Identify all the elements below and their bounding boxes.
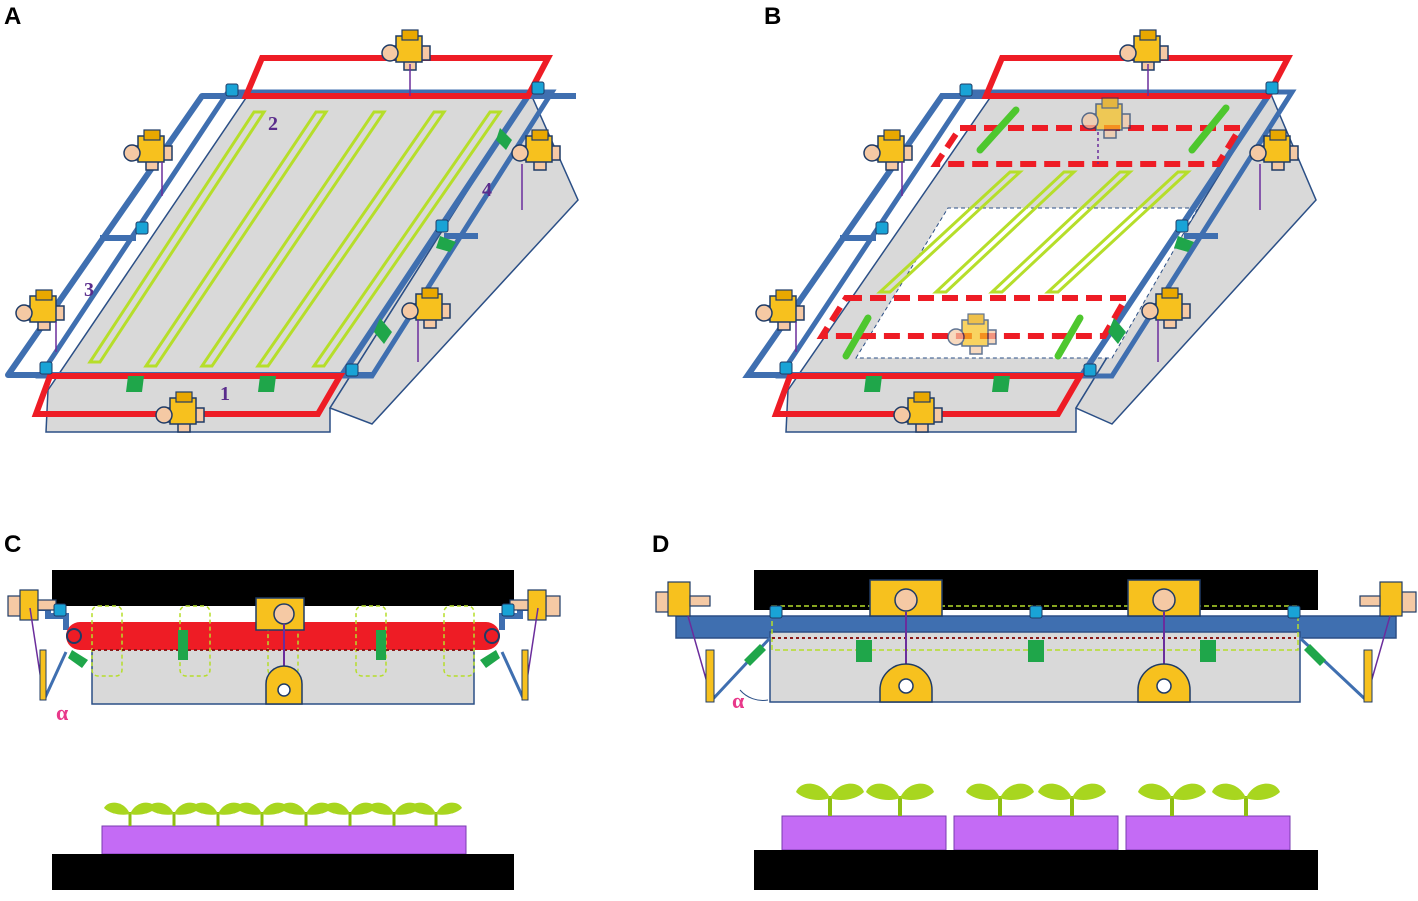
red-rail-top-b [981,55,1293,99]
label-3: 3 [84,279,94,301]
clips-c [178,630,386,660]
base-plate-d [754,850,1318,890]
substrates-d [781,815,1291,851]
red-rail-bottom-b [771,373,1086,417]
knob-right-d [1359,581,1417,617]
label-4: 4 [482,179,492,201]
top-plate-d [754,570,1318,610]
arrows-b [842,104,1230,360]
red-rail-bottom [31,373,346,417]
panel-letter-d: D [652,531,669,558]
knob-top-b [1119,29,1169,71]
angle-label-d: α [732,688,745,713]
angle-label-c: α [56,700,69,725]
seedlings-c [102,801,464,828]
knob-left-upper-b [863,129,913,171]
panel-letter-c: C [4,531,21,558]
panel-a: A [4,3,579,433]
knob-left-lower-b [755,289,805,331]
panel-b: B [742,3,1317,433]
panel-letter-b: B [764,3,781,30]
planting-slots-b [876,170,1192,294]
planting-slots [87,110,503,368]
red-rail-mid-bottom-b [816,295,1132,339]
panel-d: D [652,531,1417,890]
seedlings-d [794,781,1282,818]
knob-left-upper-a [123,129,173,171]
panel-letter-a: A [4,3,21,30]
knob-top-a [381,29,431,71]
knob-right-c [509,589,561,621]
knob-left-lower-a [15,289,65,331]
knob-left-d [655,581,711,617]
label-2: 2 [268,113,278,135]
clips [126,128,512,392]
red-rail-mid-top-b [930,125,1246,167]
panel-c: C [4,531,561,890]
clips-b [864,236,1194,392]
base-plate-c [52,854,514,890]
clips-d [856,640,1216,662]
label-1: 1 [220,383,230,405]
red-rail-top [241,55,553,99]
substrate-c [101,825,467,855]
